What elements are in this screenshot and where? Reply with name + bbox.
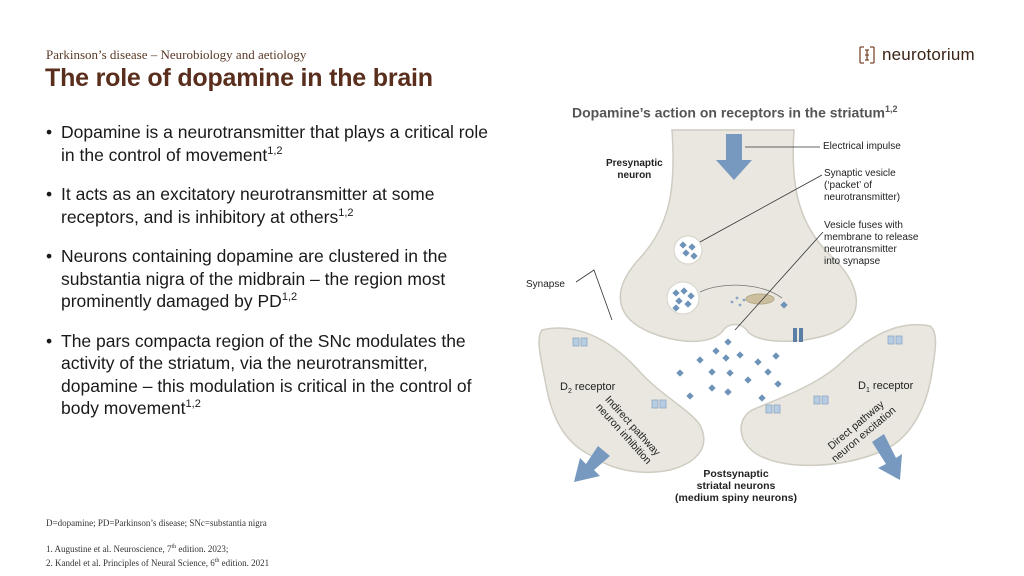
reference-2-sup: th (214, 558, 220, 564)
bullet-ref: 1,2 (338, 206, 354, 219)
synaptic-vesicle (673, 235, 703, 265)
label-line: Vesicle fuses with (824, 220, 903, 231)
reuptake-arc (699, 284, 783, 299)
reference-1: 1. Augustine et al. Neuroscience, 7th ed… (46, 541, 269, 555)
bullet-ref: 1,2 (281, 291, 298, 304)
synapse-label: Synapse (526, 279, 565, 290)
label-line: Synaptic vesicle (824, 168, 896, 179)
abbreviations-note: D=dopamine; PD=Parkinson’s disease; SNc=… (46, 518, 267, 528)
presynaptic-label: Presynaptic neuron (606, 158, 663, 182)
synaptic-vesicle-label: Synaptic vesicle (‘packet’ of neurotrans… (824, 168, 900, 204)
label-line: (medium spiny neurons) (675, 492, 797, 504)
bullet-item: Dopamine is a neurotransmitter that play… (46, 121, 506, 166)
leader-lines (575, 146, 824, 331)
impulse-arrow-icon (716, 134, 752, 180)
reference-2-tail: edition. 2021 (219, 558, 270, 568)
bullet-ref: 1,2 (185, 398, 201, 411)
bullet-item: It acts as an excitatory neurotransmitte… (46, 183, 506, 228)
d2-receptor-label: D2 receptor (560, 381, 615, 398)
reference-2-text: 2. Kandel et al. Principles of Neural Sc… (46, 558, 215, 568)
logo-mark-icon (859, 46, 875, 64)
references: 1. Augustine et al. Neuroscience, 7th ed… (46, 541, 269, 569)
right-postsynaptic-neuron-shape (740, 324, 937, 467)
postsynaptic-label: Postsynaptic striatal neurons (medium sp… (666, 468, 806, 504)
bullet-list: Dopamine is a neurotransmitter that play… (46, 121, 506, 437)
label-line: striatal neurons (696, 480, 776, 492)
reference-1-tail: edition. 2023; (176, 544, 229, 554)
receptors (572, 335, 903, 414)
bullet-text: It acts as an excitatory neurotransmitte… (61, 184, 435, 227)
d2-suffix: receptor (571, 381, 616, 393)
reference-2: 2. Kandel et al. Principles of Neural Sc… (46, 555, 269, 569)
bullet-item: Neurons containing dopamine are clustere… (46, 245, 506, 313)
d1-prefix: D (858, 380, 866, 392)
neurotorium-logo: neurotorium (856, 44, 975, 66)
slide-title: The role of dopamine in the brain (45, 64, 433, 92)
section-kicker: Parkinson’s disease – Neurobiology and a… (46, 47, 307, 62)
figure-title-text: Dopamine’s action on receptors in the st… (572, 104, 885, 121)
d2-prefix: D (560, 381, 568, 393)
reference-1-text: 1. Augustine et al. Neuroscience, 7 (46, 544, 172, 554)
label-line: Postsynaptic (703, 468, 769, 480)
released-dopamine (676, 338, 782, 402)
direct-output-arrow-icon (872, 434, 902, 480)
d2-sub: 2 (567, 388, 572, 396)
membrane-transporter-icon (793, 328, 803, 342)
reuptake-cluster (730, 293, 788, 309)
figure-title: Dopamine’s action on receptors in the st… (572, 104, 898, 121)
bullet-text: Dopamine is a neurotransmitter that play… (61, 122, 488, 165)
d1-sub: 1 (865, 387, 870, 395)
label-line: (‘packet’ of (824, 180, 872, 191)
label-line: neurotransmitter (824, 244, 897, 255)
synaptic-vesicle-fusing (666, 281, 700, 315)
d1-suffix: receptor (869, 380, 914, 392)
figure-title-ref: 1,2 (884, 104, 898, 114)
presynaptic-label-line: neuron (617, 170, 652, 181)
bullet-text: The pars compacta region of the SNc modu… (61, 330, 472, 419)
left-postsynaptic-neuron-shape (538, 327, 705, 473)
presynaptic-label-line: Presynaptic (606, 158, 663, 169)
bullet-text: Neurons containing dopamine are clustere… (61, 246, 448, 311)
indirect-output-arrow-icon (574, 446, 610, 482)
label-line: neurotransmitter) (824, 192, 901, 203)
bullet-item: The pars compacta region of the SNc modu… (46, 330, 506, 420)
d1-receptor-label: D1 receptor (858, 380, 913, 397)
bullet-ref: 1,2 (267, 144, 283, 157)
electrical-impulse-label: Electrical impulse (823, 141, 901, 152)
logo-text: neurotorium (882, 45, 975, 64)
reference-1-sup: th (171, 544, 177, 550)
label-line: into synapse (824, 256, 881, 267)
label-line: membrane to release (824, 232, 919, 243)
vesicle-fuses-label: Vesicle fuses with membrane to release n… (824, 220, 919, 268)
